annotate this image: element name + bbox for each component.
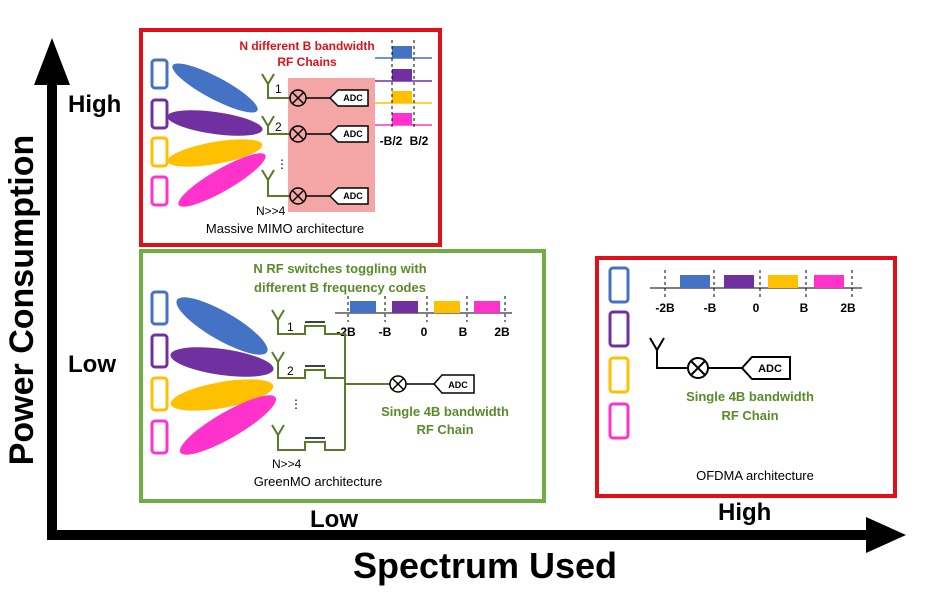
phone-icon: [150, 419, 169, 455]
antenna-ellipsis: ⋮: [276, 157, 288, 171]
ofdma-chain-line2: RF Chain: [721, 408, 778, 423]
adc-label: ADC: [343, 191, 363, 201]
band-label: -B: [704, 301, 717, 315]
band-label: 2B: [494, 325, 510, 339]
phone-icon: [150, 175, 169, 207]
phone-icon: [608, 356, 630, 394]
antenna-index: 1: [287, 320, 294, 334]
y-axis-label: Power Consumption: [3, 135, 41, 466]
y-tick-low: Low: [68, 351, 116, 378]
x-axis: [47, 517, 906, 553]
mimo-title-line2: RF Chains: [277, 55, 337, 69]
mimo-beams: [167, 63, 266, 207]
phone-icon: [150, 376, 169, 412]
antenna-index: 2: [287, 364, 294, 378]
greenmo-rf-chain: [389, 374, 475, 394]
phone-icon: [150, 290, 169, 326]
n-label: N>>4: [272, 457, 302, 471]
beam-lobe: [170, 347, 274, 377]
greenmo-chain-line2: RF Chain: [416, 422, 473, 437]
beam-lobe: [167, 110, 263, 136]
phone-icon: [608, 310, 630, 348]
band-label: -B/2: [380, 134, 403, 148]
ofdma-chain-line1: Single 4B bandwidth: [686, 389, 814, 404]
x-tick-low: Low: [310, 506, 358, 533]
mimo-caption: Massive MIMO architecture: [206, 221, 364, 236]
phone-icon: [150, 58, 169, 90]
adc-label: ADC: [343, 129, 363, 139]
beam-lobe: [179, 395, 277, 455]
antenna-ellipsis: ⋮: [290, 397, 302, 411]
band-label: -B: [379, 325, 392, 339]
beam-lobe: [176, 297, 268, 355]
band-label: B: [459, 325, 468, 339]
ofdma-spectrum: [650, 270, 862, 298]
band-label: -2B: [655, 301, 675, 315]
ofdma-rf-chain: [649, 337, 791, 380]
band-label: -2B: [336, 325, 356, 339]
greenmo-switch-network: [271, 309, 390, 451]
band-label: B/2: [410, 134, 429, 148]
phone-icon: [150, 98, 169, 130]
phone-icon: [608, 266, 630, 304]
ofdma-frame: [595, 256, 897, 498]
beam-lobe: [170, 379, 274, 411]
greenmo-chain-line1: Single 4B bandwidth: [381, 404, 509, 419]
x-axis-label: Spectrum Used: [353, 545, 617, 586]
greenmo-beams: [170, 297, 277, 455]
band-label: 0: [753, 301, 760, 315]
greenmo-phones: [150, 290, 169, 455]
y-axis: [34, 38, 70, 540]
antenna-index: 2: [275, 120, 282, 134]
greenmo-title-line2: different B frequency codes: [254, 280, 426, 295]
ofdma-panel: -2B -B 0 B 2B ADC Single 4B bandwidth RF…: [595, 256, 897, 498]
greenmo-frame: [139, 249, 546, 503]
ofdma-phones: [608, 266, 630, 440]
mixers: [289, 89, 369, 205]
x-tick-high: High: [718, 499, 771, 526]
switch-bars: [305, 321, 325, 439]
greenmo-panel: N RF switches toggling with different B …: [139, 249, 546, 503]
mimo-spectra: [375, 40, 432, 130]
mimo-phones: [150, 58, 169, 207]
adc-label: ADC: [343, 93, 363, 103]
greenmo-spectrum: [335, 296, 512, 322]
band-label: B: [800, 301, 809, 315]
phone-icon: [150, 136, 169, 168]
band-label: 0: [421, 325, 428, 339]
ofdma-caption: OFDMA architecture: [696, 468, 814, 483]
beam-lobe: [167, 139, 263, 167]
beam-lobe: [172, 63, 258, 113]
greenmo-title-line1: N RF switches toggling with: [253, 261, 426, 276]
y-tick-high: High: [68, 91, 121, 118]
antenna-index: 1: [275, 82, 282, 96]
band-label: 2B: [840, 301, 856, 315]
greenmo-caption: GreenMO architecture: [254, 474, 383, 489]
phone-icon: [608, 402, 630, 440]
phone-icon: [150, 333, 169, 369]
n-label: N>>4: [256, 204, 286, 218]
x-axis-arrowhead: [866, 517, 906, 553]
adc-label: ADC: [448, 380, 468, 390]
mimo-antenna-chains: [261, 73, 290, 197]
massive-mimo-panel: ADC ADC ADC 1 2 ⋮ N>>4 N different B ban…: [139, 28, 442, 247]
mimo-title-line1: N different B bandwidth: [239, 39, 374, 53]
adc-label: ADC: [758, 363, 782, 375]
y-axis-arrowhead: [34, 38, 70, 85]
beam-lobe: [178, 153, 266, 207]
